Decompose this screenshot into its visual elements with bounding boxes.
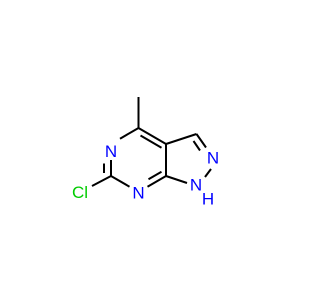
bond-n7-c7a xyxy=(146,175,167,188)
atom-n5: N xyxy=(105,142,117,161)
atom-h: H xyxy=(202,190,214,209)
bond-c4-c3a xyxy=(137,127,167,145)
bond-c6-n7 xyxy=(110,175,131,188)
bond-c4-n5 xyxy=(119,127,140,140)
atom-n1: N xyxy=(190,176,202,195)
bond-n1-c7a xyxy=(165,175,188,184)
bond-c3-n2-inner xyxy=(192,140,201,152)
atom-n7: N xyxy=(132,184,144,203)
bond-c3a-c3 xyxy=(165,133,197,145)
bond-c3-n2 xyxy=(195,133,207,149)
bond-c6-cl xyxy=(91,175,112,187)
background xyxy=(0,0,300,300)
bond-n7-c7a-inner xyxy=(148,170,162,181)
bonds xyxy=(91,97,212,188)
atom-cl: Cl xyxy=(72,183,88,202)
molecule-diagram: N N N N H Cl xyxy=(0,0,300,300)
bond-c4-c3a-inner xyxy=(139,134,163,149)
bond-n2-n1 xyxy=(204,168,212,178)
atom-n2: N xyxy=(207,149,219,168)
